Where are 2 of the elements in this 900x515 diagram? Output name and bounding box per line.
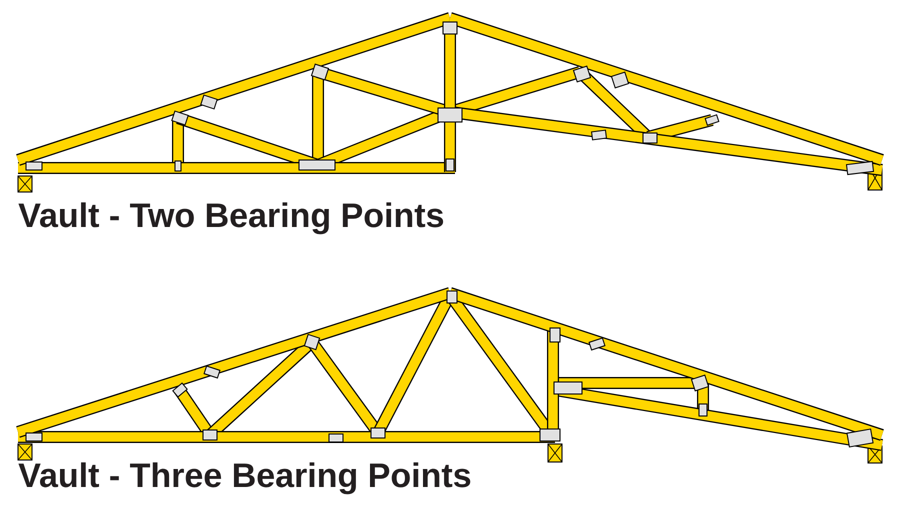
caption-text: Vault - Two Bearing Points [18,202,444,234]
caption-text: Vault - Three Bearing Points [18,462,470,494]
